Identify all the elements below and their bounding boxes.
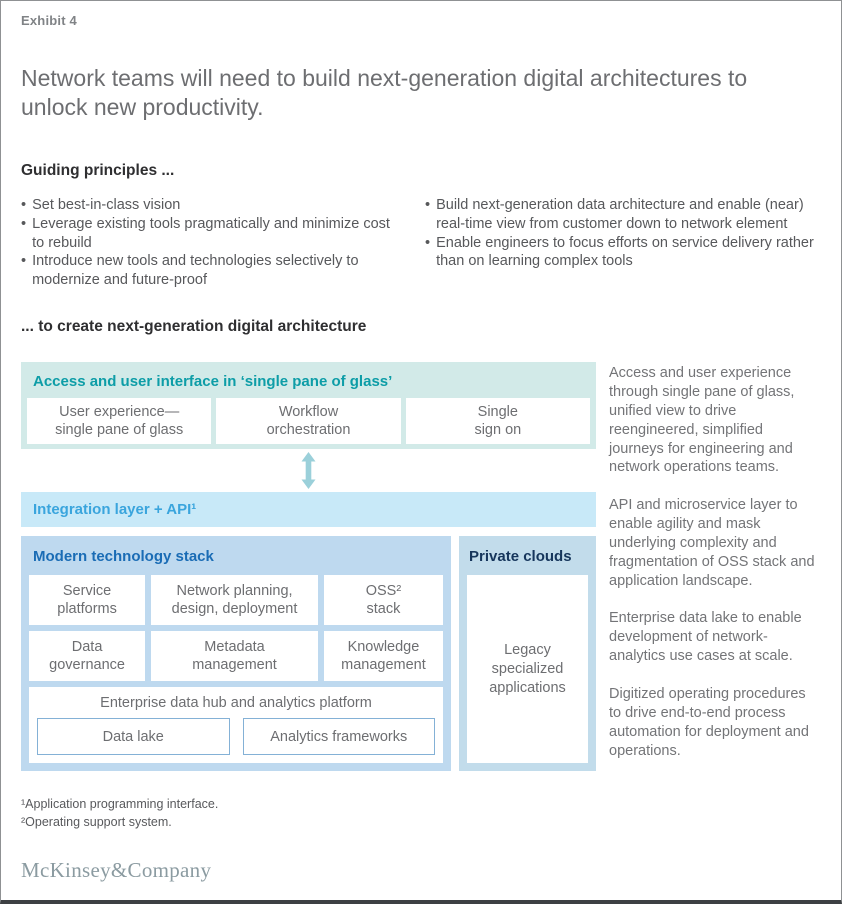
cell-line: stack bbox=[366, 601, 401, 618]
stack-row: Modern technology stack Service platform… bbox=[21, 536, 596, 772]
cell-line: Metadata bbox=[204, 638, 265, 655]
bullet-text: Leverage existing tools pragmatically an… bbox=[32, 215, 390, 251]
access-layer-header: Access and user interface in ‘single pan… bbox=[33, 373, 393, 391]
company-logo: McKinsey&Company bbox=[21, 857, 212, 882]
bullet-text: Introduce new tools and technologies sel… bbox=[32, 253, 359, 289]
cell-line: Knowledge bbox=[347, 638, 420, 655]
bullet-column-left: • Set best-in-class vision • Leverage ex… bbox=[21, 196, 399, 290]
side-note-paragraph: Enterprise data lake to enable developme… bbox=[609, 610, 802, 665]
guiding-principles-bullets: • Set best-in-class vision • Leverage ex… bbox=[21, 196, 821, 290]
data-governance-box: Data governance bbox=[29, 631, 146, 682]
bullet-text: Enable engineers to focus efforts on ser… bbox=[436, 234, 814, 270]
cell-line: Single bbox=[477, 403, 518, 420]
bullet-column-right: • Build next-generation data architectur… bbox=[425, 196, 817, 290]
cell-line: orchestration bbox=[266, 422, 351, 439]
bullet-text: Build next-generation data architecture … bbox=[436, 196, 804, 232]
legacy-applications-box: Legacy specialized applications bbox=[467, 575, 588, 764]
private-clouds-box: Private clouds Legacy specialized applic… bbox=[459, 536, 596, 772]
connector-area bbox=[21, 449, 596, 492]
bullet-marker: • bbox=[425, 234, 431, 251]
integration-layer-label: Integration layer + API¹ bbox=[33, 501, 197, 519]
bullet-item: • Set best-in-class vision bbox=[21, 196, 399, 215]
footnote-api: ¹Application programming interface. bbox=[21, 797, 219, 812]
side-note-paragraph: Digitized operating procedures to drive … bbox=[609, 685, 809, 759]
architecture-heading: ... to create next-generation digital ar… bbox=[21, 318, 367, 336]
bullet-item: • Enable engineers to focus efforts on s… bbox=[425, 234, 817, 272]
cell-line: Service bbox=[62, 582, 112, 599]
private-clouds-header: Private clouds bbox=[469, 548, 572, 566]
footnote-oss: ²Operating support system. bbox=[21, 815, 172, 830]
page-title: Network teams will need to build next-ge… bbox=[21, 65, 748, 120]
guiding-principles-heading: Guiding principles ... bbox=[21, 161, 175, 179]
diagram-column: Access and user interface in ‘single pan… bbox=[21, 362, 596, 779]
side-note-paragraph: Access and user experience through singl… bbox=[609, 365, 795, 476]
metadata-management-box: Metadata management bbox=[151, 631, 318, 682]
cell-line: management bbox=[192, 657, 277, 674]
bullet-marker: • bbox=[21, 253, 27, 270]
oss-stack-box: OSS² stack bbox=[323, 575, 443, 626]
service-platforms-box: Service platforms bbox=[29, 575, 146, 626]
enterprise-data-hub-box: Enterprise data hub and analytics platfo… bbox=[29, 687, 443, 764]
data-lake-box: Data lake bbox=[37, 718, 230, 756]
side-notes-column: Access and user experience through singl… bbox=[609, 362, 821, 779]
cell-line: OSS² bbox=[365, 582, 402, 599]
cell-line: User experience— bbox=[59, 403, 180, 420]
bullet-item: • Build next-generation data architectur… bbox=[425, 196, 817, 234]
cell-line: Data bbox=[71, 638, 103, 655]
cell-line: Workflow bbox=[278, 403, 339, 420]
architecture-diagram: Access and user interface in ‘single pan… bbox=[21, 362, 821, 779]
cell-line: management bbox=[341, 657, 426, 674]
user-experience-box: User experience— single pane of glass bbox=[27, 398, 212, 445]
exhibit-label: Exhibit 4 bbox=[21, 13, 77, 28]
enterprise-data-hub-title: Enterprise data hub and analytics platfo… bbox=[100, 695, 372, 712]
network-planning-box: Network planning, design, deployment bbox=[151, 575, 318, 626]
cell-line: single pane of glass bbox=[55, 422, 184, 439]
cell-line: Network planning, bbox=[176, 582, 293, 599]
stack-grid-row-1: Service platforms Network planning, desi… bbox=[29, 575, 443, 626]
integration-layer-box: Integration layer + API¹ bbox=[21, 492, 596, 528]
footnotes: ¹Application programming interface. ²Ope… bbox=[21, 795, 821, 831]
side-note-paragraph: API and microservice layer to enable agi… bbox=[609, 497, 815, 589]
bullet-item: • Introduce new tools and technologies s… bbox=[21, 252, 399, 290]
bullet-item: • Leverage existing tools pragmatically … bbox=[21, 215, 399, 253]
knowledge-management-box: Knowledge management bbox=[323, 631, 443, 682]
access-layer-box: Access and user interface in ‘single pan… bbox=[21, 362, 596, 450]
stack-grid-row-2: Data governance Metadata management Know… bbox=[29, 631, 443, 682]
bidirectional-arrow-icon bbox=[301, 452, 316, 490]
access-layer-cells: User experience— single pane of glass Wo… bbox=[21, 398, 596, 445]
cell-line: design, deployment bbox=[171, 601, 298, 618]
cell-line: platforms bbox=[57, 601, 117, 618]
analytics-frameworks-box: Analytics frameworks bbox=[242, 718, 435, 756]
hub-cells: Data lake Analytics frameworks bbox=[37, 718, 435, 756]
modern-technology-stack-box: Modern technology stack Service platform… bbox=[21, 536, 451, 772]
workflow-orchestration-box: Workflow orchestration bbox=[216, 398, 401, 445]
bullet-text: Set best-in-class vision bbox=[32, 196, 181, 213]
modern-stack-header: Modern technology stack bbox=[33, 548, 214, 566]
bullet-marker: • bbox=[21, 196, 27, 213]
cell-line: governance bbox=[49, 657, 125, 674]
bullet-marker: • bbox=[21, 215, 27, 232]
cell-line: sign on bbox=[474, 422, 522, 439]
bullet-marker: • bbox=[425, 196, 431, 213]
single-sign-on-box: Single sign on bbox=[405, 398, 590, 445]
